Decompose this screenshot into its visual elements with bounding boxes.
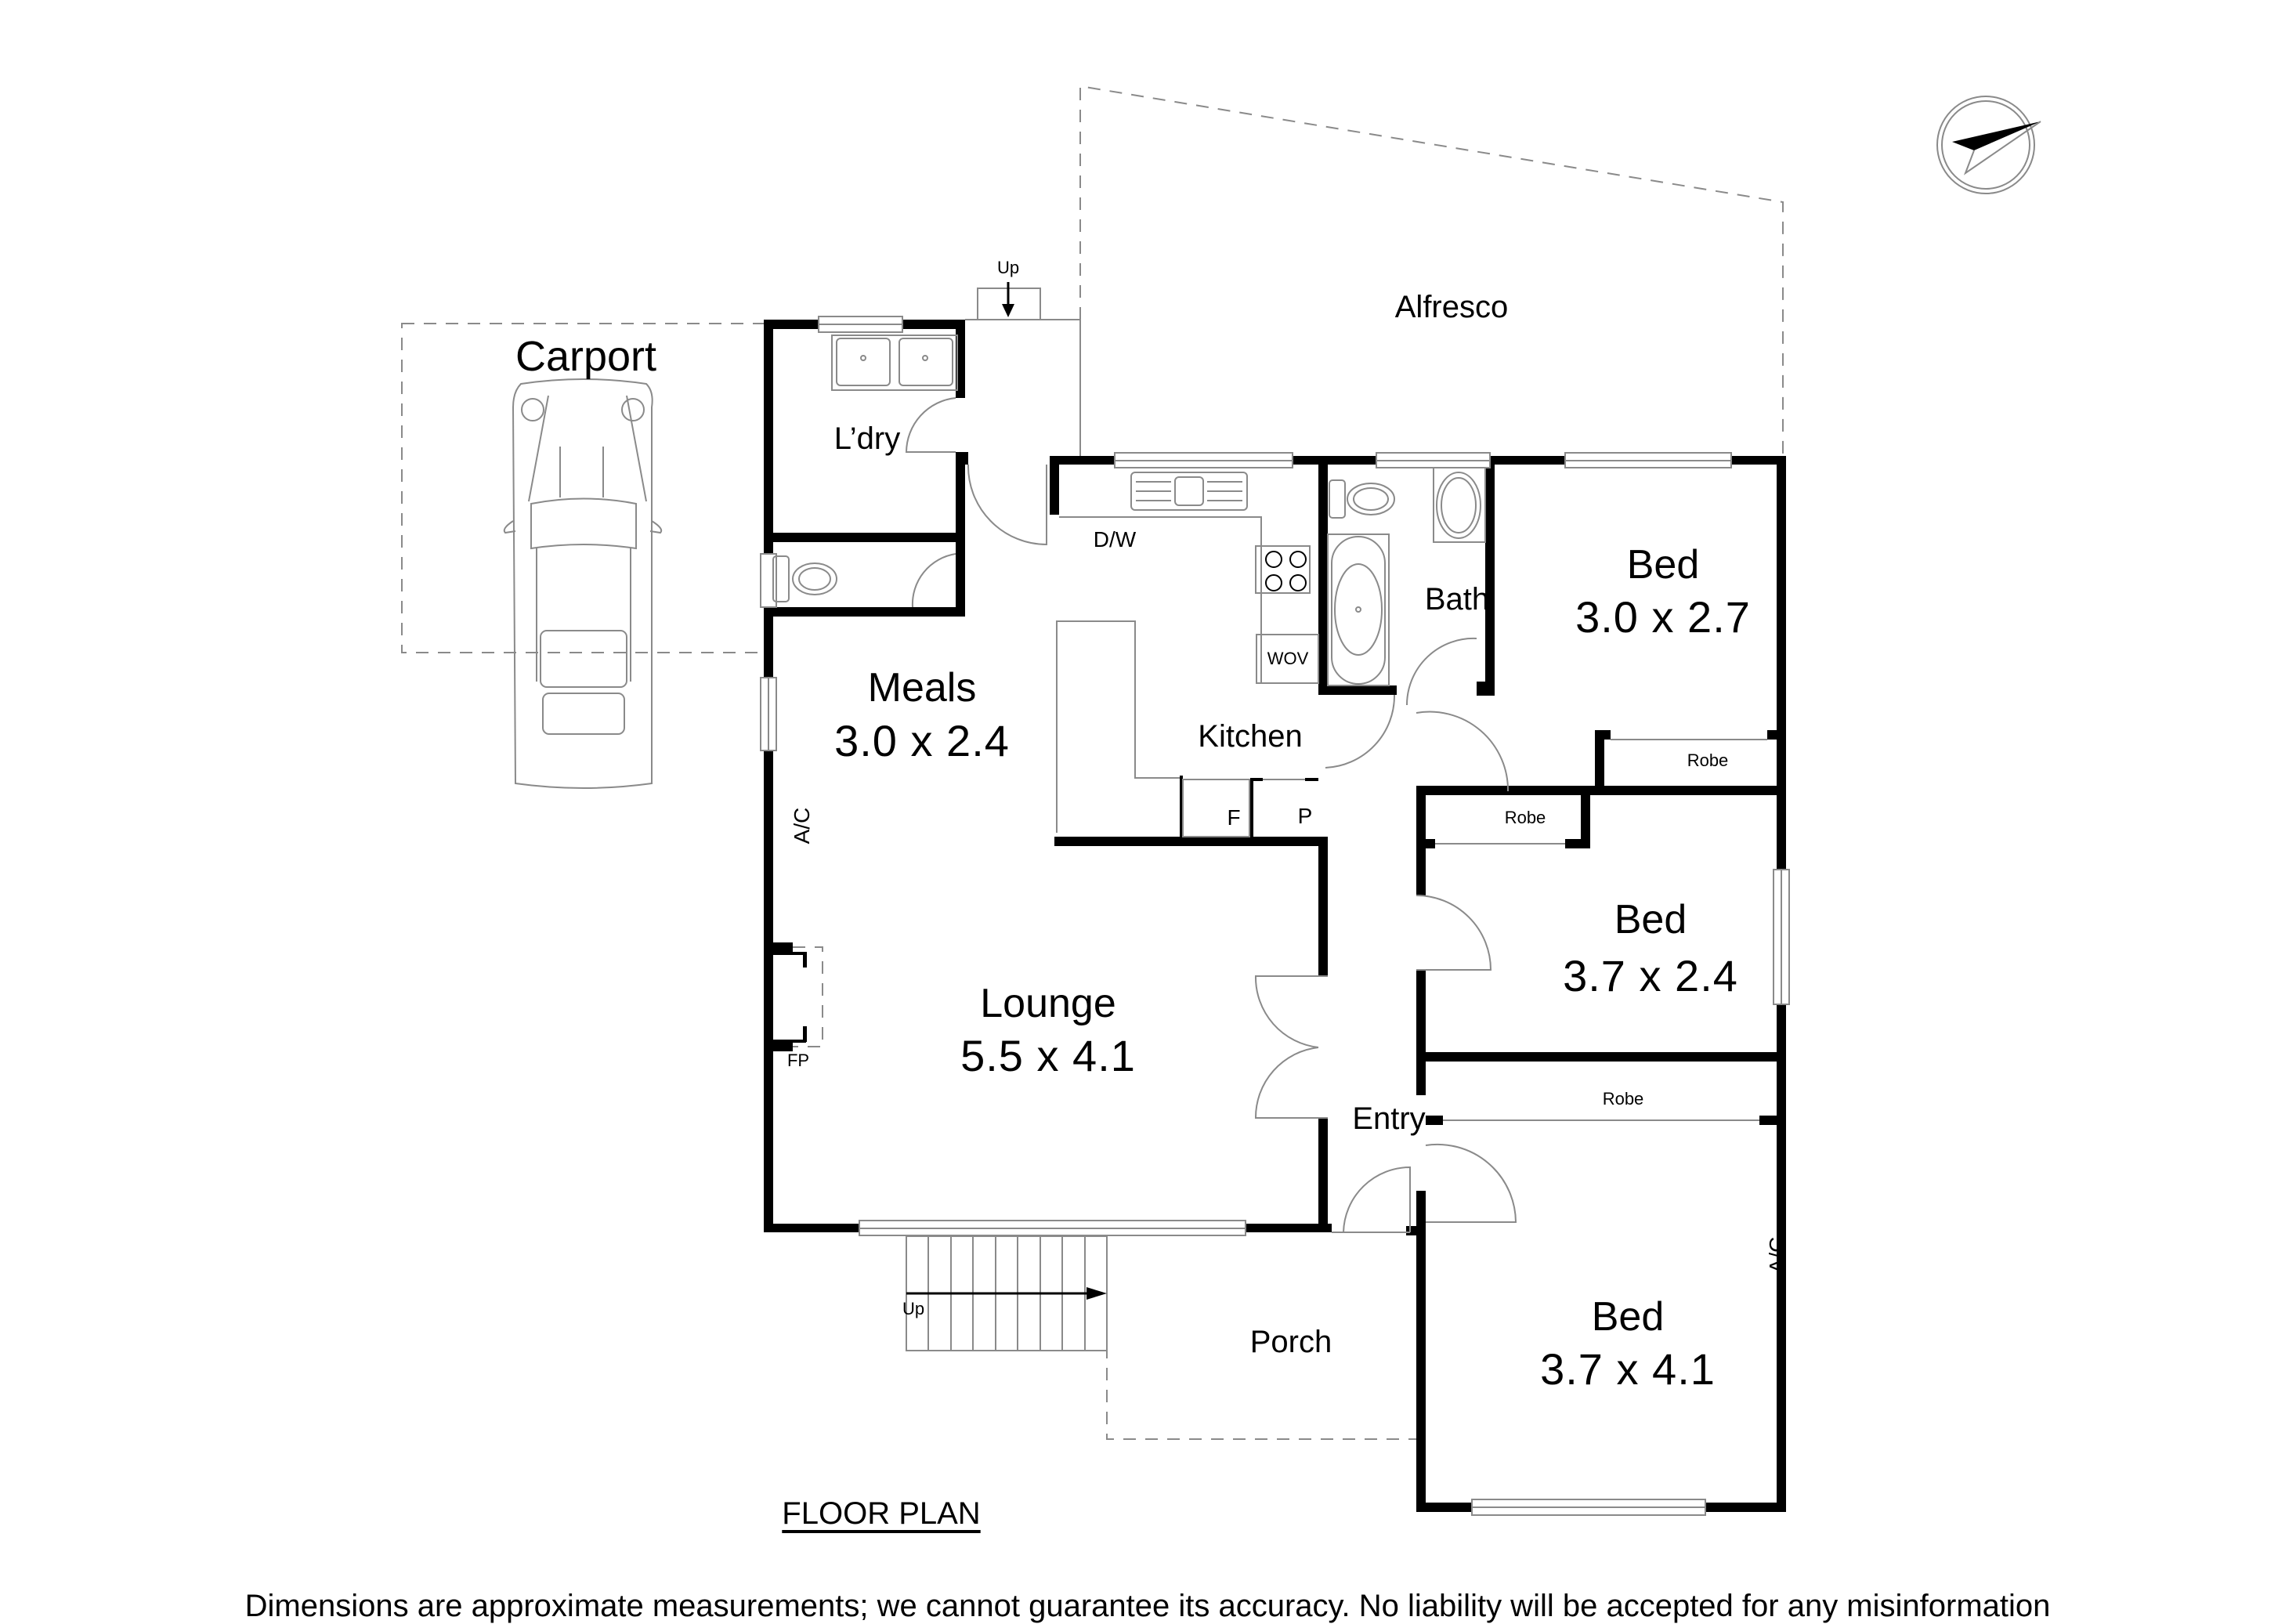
windows (760, 316, 1790, 1516)
fireplace-hearth (793, 946, 823, 1047)
kitchen-sink-icon (1130, 472, 1248, 511)
alfresco-label: Alfresco (1394, 290, 1509, 324)
north-arrow-icon (1936, 96, 2041, 194)
dishwasher-label: D/W (1093, 527, 1137, 552)
bed2-robe-label: Robe (1504, 808, 1546, 827)
porch-label: Porch (1249, 1325, 1332, 1359)
rear-stairs-up-label: Up (996, 258, 1020, 277)
walls (764, 320, 1786, 1512)
lounge-dimensions: 5.5 x 4.1 (960, 1031, 1136, 1080)
bed1-label: Bed (1626, 542, 1700, 588)
bed3-dimensions: 3.7 x 4.1 (1540, 1344, 1716, 1394)
fridge-label: F (1227, 805, 1241, 830)
kitchen-label: Kitchen (1198, 719, 1303, 754)
wall-oven-label: WOV (1267, 649, 1309, 668)
bathtub-icon (1327, 533, 1390, 686)
car-icon (503, 378, 663, 789)
basin-icon (1433, 467, 1486, 543)
floor-plan-title: FLOOR PLAN (782, 1496, 981, 1531)
entry-label: Entry (1352, 1101, 1426, 1136)
lounge-label: Lounge (980, 981, 1116, 1026)
bath-toilet-icon (1329, 479, 1395, 519)
bed2-label: Bed (1614, 897, 1687, 942)
island-bench (1056, 620, 1180, 833)
bed1-dimensions: 3.0 x 2.7 (1575, 592, 1751, 642)
wall-oven-box (1256, 634, 1319, 684)
alfresco-outline (1079, 85, 1784, 456)
rear-step (965, 282, 1080, 320)
fridge-pantry (1180, 776, 1318, 837)
front-stairs-up-label: Up (902, 1299, 925, 1318)
pantry-label: P (1297, 804, 1313, 828)
porch-outline (1106, 1236, 1416, 1440)
laundry-label: L’dry (833, 421, 901, 456)
bed1-robe-label: Robe (1687, 751, 1729, 770)
bed3-robe-label: Robe (1602, 1089, 1644, 1109)
cooktop-icon (1255, 545, 1311, 594)
bed3-ac-label: A/C (1765, 1236, 1789, 1274)
disclaimer-text: Dimensions are approximate measurements;… (244, 1589, 2051, 1623)
bed2-dimensions: 3.7 x 2.4 (1563, 951, 1738, 1000)
meals-label: Meals (867, 665, 977, 711)
meals-dimensions: 3.0 x 2.4 (834, 716, 1010, 765)
fireplace-label: FP (786, 1051, 810, 1070)
meals-ac-label: A/C (790, 807, 814, 845)
front-stairs (906, 1235, 1108, 1351)
bed3-label: Bed (1591, 1294, 1665, 1340)
doors (905, 397, 1517, 1233)
laundry-tub-icon (831, 335, 958, 391)
carport-label: Carport (515, 333, 657, 380)
bath-label: Bath (1424, 582, 1490, 617)
toilet-icon (772, 555, 837, 602)
